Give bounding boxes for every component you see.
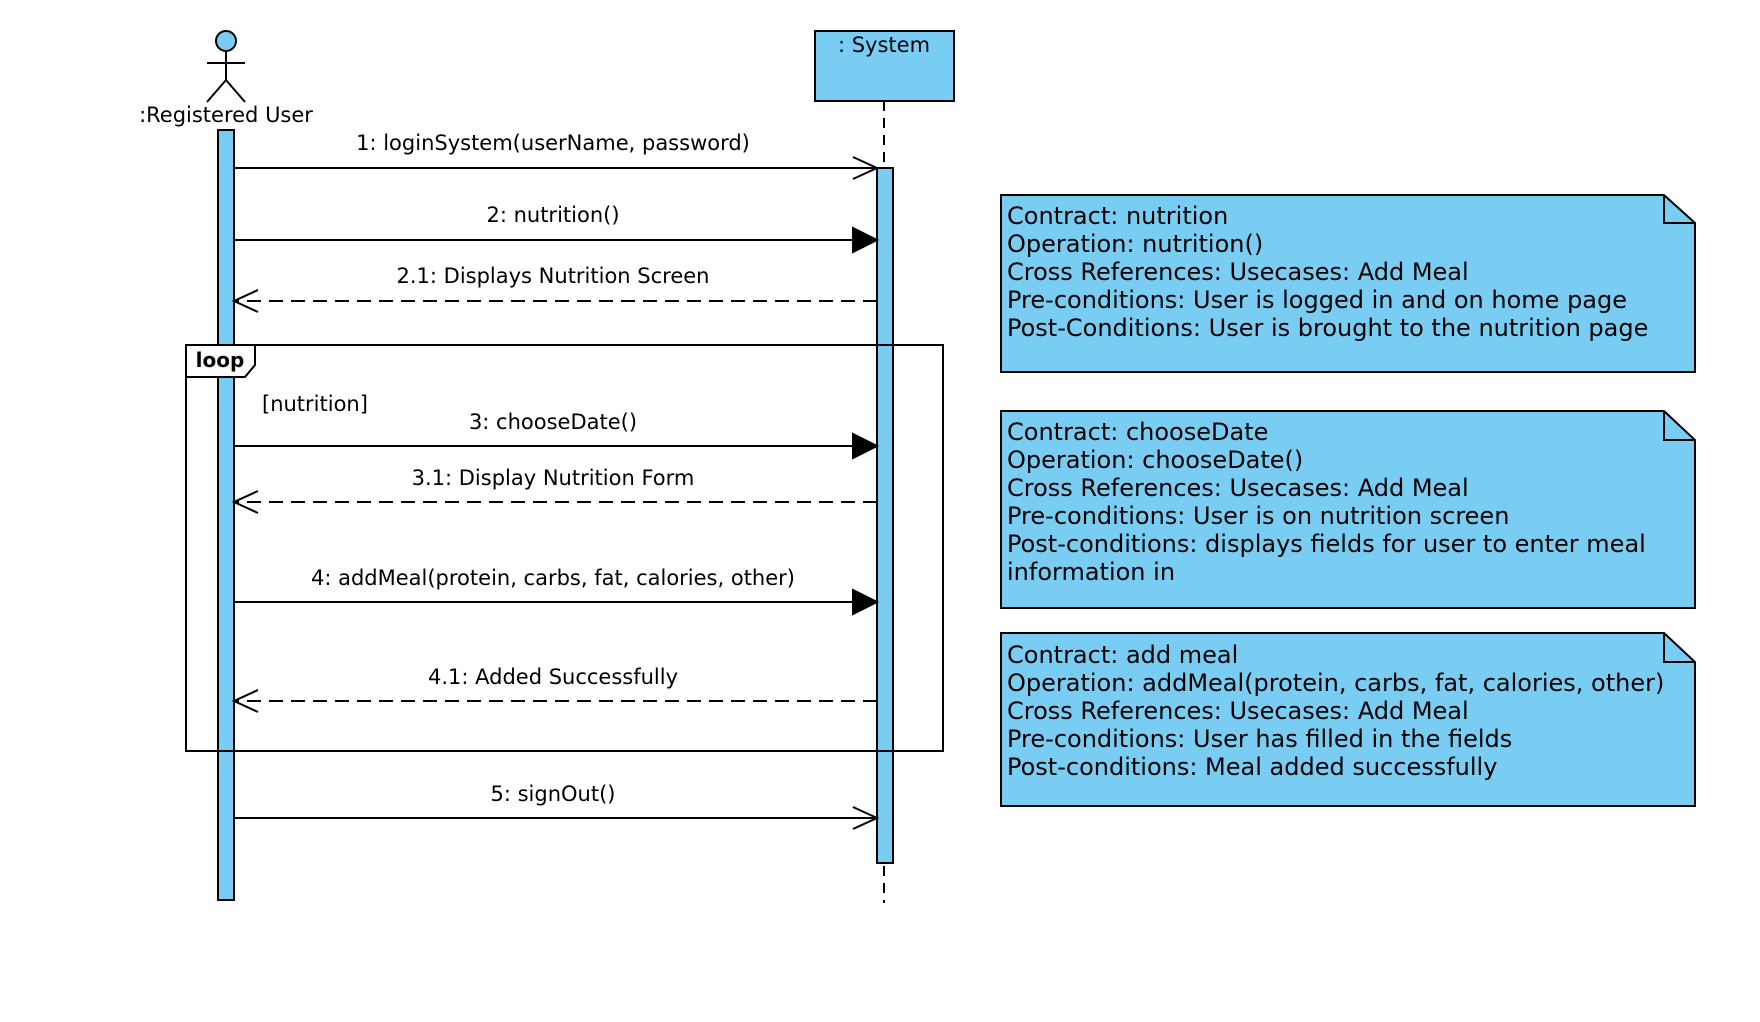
note-line: Operation: chooseDate() bbox=[1007, 446, 1303, 474]
note-line: Pre-conditions: User is logged in and on… bbox=[1007, 286, 1627, 314]
note-line: Operation: addMeal(protein, carbs, fat, … bbox=[1007, 669, 1664, 697]
note-line: Pre-conditions: User has filled in the f… bbox=[1007, 725, 1512, 753]
note-line: Post-conditions: Meal added successfully bbox=[1007, 753, 1497, 781]
open-arrowhead-icon bbox=[231, 689, 259, 713]
note-line: Pre-conditions: User is on nutrition scr… bbox=[1007, 502, 1509, 530]
message-label: 1: loginSystem(userName, password) bbox=[356, 131, 750, 155]
system-label: : System bbox=[838, 33, 930, 57]
note-contract-choosedate: Contract: chooseDate Operation: chooseDa… bbox=[1000, 410, 1696, 609]
message-1: 1: loginSystem(userName, password) bbox=[234, 131, 880, 180]
message-label: 5: signOut() bbox=[491, 782, 616, 806]
note-line: Cross References: Usecases: Add Meal bbox=[1007, 474, 1469, 502]
actor-label: :Registered User bbox=[139, 103, 313, 127]
loop-frame bbox=[185, 344, 944, 752]
system-lifeline-box bbox=[814, 30, 955, 102]
note-contract-nutrition: Contract: nutrition Operation: nutrition… bbox=[1000, 194, 1696, 373]
note-fold-icon bbox=[1663, 633, 1695, 663]
loop-label: loop bbox=[196, 348, 245, 372]
filled-arrowhead-icon bbox=[852, 432, 880, 460]
open-arrowhead-icon bbox=[231, 289, 259, 313]
actor-stick-figure-icon bbox=[206, 30, 246, 103]
note-line: Cross References: Usecases: Add Meal bbox=[1007, 258, 1469, 286]
actor-activation-bar bbox=[217, 129, 235, 901]
message-label: 2: nutrition() bbox=[486, 203, 619, 227]
system-activation-bar bbox=[876, 167, 894, 864]
note-shape bbox=[1000, 194, 1696, 373]
note-contract-add-meal: Contract: add meal Operation: addMeal(pr… bbox=[1000, 632, 1696, 807]
note-line: Contract: add meal bbox=[1007, 641, 1238, 669]
note-line: information in bbox=[1007, 558, 1175, 586]
note-line: Contract: chooseDate bbox=[1007, 418, 1268, 446]
note-line: Cross References: Usecases: Add Meal bbox=[1007, 697, 1469, 725]
note-shape bbox=[1000, 410, 1696, 609]
message-3: 3: chooseDate() bbox=[234, 410, 880, 460]
note-fold-icon bbox=[1663, 195, 1695, 224]
filled-arrowhead-icon bbox=[852, 588, 880, 616]
note-line: Post-Conditions: User is brought to the … bbox=[1007, 314, 1648, 342]
message-5: 5: signOut() bbox=[234, 782, 880, 830]
message-label: 3.1: Display Nutrition Form bbox=[412, 466, 695, 490]
open-arrowhead-icon bbox=[852, 806, 880, 830]
note-line: Operation: nutrition() bbox=[1007, 230, 1263, 258]
message-label: 2.1: Displays Nutrition Screen bbox=[397, 264, 710, 288]
open-arrowhead-icon bbox=[852, 156, 880, 180]
message-2: 2: nutrition() bbox=[234, 203, 880, 254]
note-line: Post-conditions: displays fields for use… bbox=[1007, 530, 1646, 558]
open-arrowhead-icon bbox=[231, 490, 259, 514]
message-4: 4: addMeal(protein, carbs, fat, calories… bbox=[234, 566, 880, 616]
loop-tag bbox=[185, 344, 256, 378]
note-shape bbox=[1000, 632, 1696, 807]
note-fold-icon bbox=[1663, 411, 1695, 441]
note-line: Contract: nutrition bbox=[1007, 202, 1228, 230]
loop-guard: [nutrition] bbox=[262, 392, 368, 416]
message-label: 4.1: Added Successfully bbox=[428, 665, 678, 689]
loop-fragment: loop [nutrition] bbox=[185, 344, 944, 752]
message-label: 3: chooseDate() bbox=[469, 410, 637, 434]
message-2-1-return: 2.1: Displays Nutrition Screen bbox=[231, 264, 877, 313]
actor-head bbox=[215, 30, 237, 52]
message-3-1-return: 3.1: Display Nutrition Form bbox=[231, 466, 877, 514]
message-4-1-return: 4.1: Added Successfully bbox=[231, 665, 877, 713]
message-label: 4: addMeal(protein, carbs, fat, calories… bbox=[311, 566, 795, 590]
filled-arrowhead-icon bbox=[852, 226, 880, 254]
